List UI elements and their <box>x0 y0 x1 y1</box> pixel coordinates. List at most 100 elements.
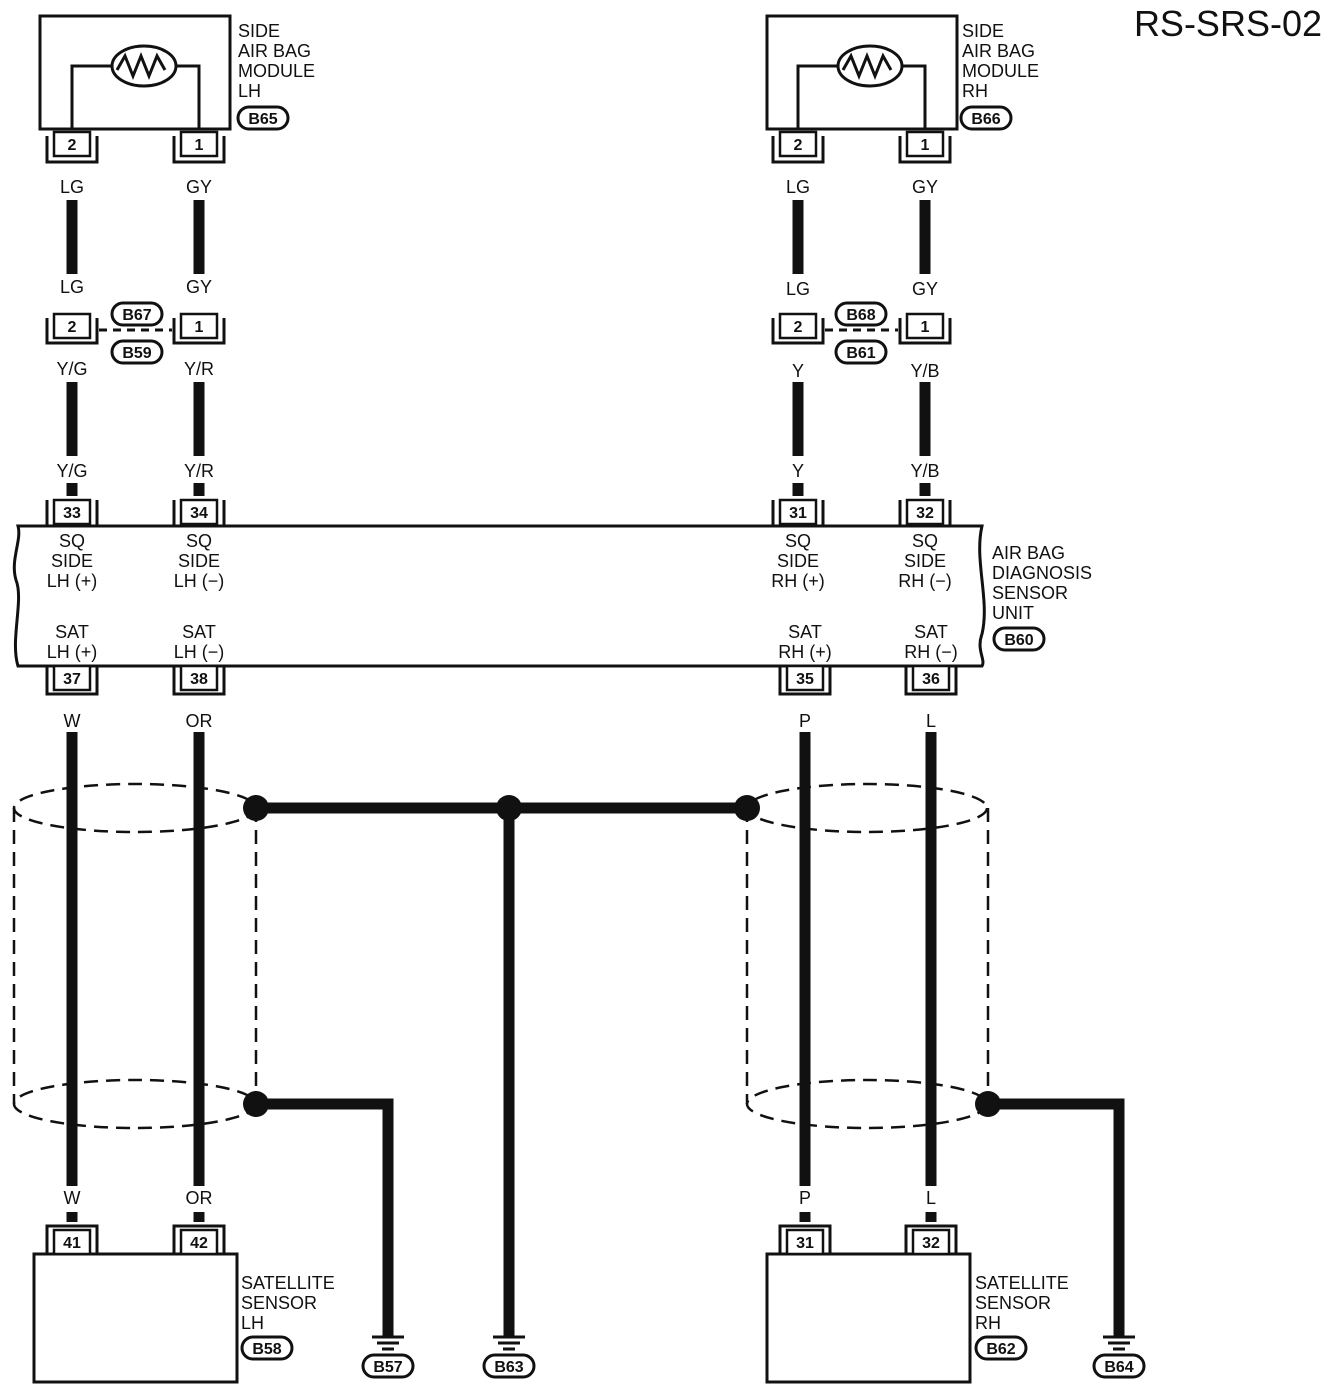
sensor-label: RH <box>975 1313 1001 1333</box>
svg-text:33: 33 <box>63 505 81 522</box>
shield-lh <box>12 782 258 1130</box>
pin-box: 2 <box>771 130 825 164</box>
ground-b63: B63 <box>482 1335 536 1379</box>
wire-color: W <box>64 1188 81 1208</box>
connector-id: B62 <box>986 1341 1015 1358</box>
wire-color: P <box>799 1188 811 1208</box>
svg-text:2: 2 <box>794 137 803 154</box>
wire-color: Y/B <box>910 361 939 381</box>
module-label: LH <box>238 81 261 101</box>
wire-color: Y/B <box>910 461 939 481</box>
diagram-id: RS-SRS-02 <box>1134 3 1322 44</box>
sensor-label: SATELLITE <box>975 1273 1069 1293</box>
wire-color: LG <box>786 177 810 197</box>
wire-color: LG <box>60 177 84 197</box>
module-label: SIDE <box>238 21 280 41</box>
pin-box: 42 <box>172 1224 226 1256</box>
pin-box: 35 <box>778 664 832 696</box>
pin-box: 32 <box>898 498 952 528</box>
pin-box: 38 <box>172 664 226 696</box>
terminal-label: RH (+) <box>778 642 832 662</box>
module-label: RH <box>962 81 988 101</box>
wire-color: L <box>926 711 936 731</box>
terminal-label: LH (+) <box>47 642 98 662</box>
pin-box: 31 <box>778 1224 832 1256</box>
svg-text:35: 35 <box>796 671 814 688</box>
satellite-sensor-lh: 41 42 SATELLITE SENSOR LH B58 <box>32 1224 335 1384</box>
svg-text:2: 2 <box>68 137 77 154</box>
ground-b64: B64 <box>1092 1335 1146 1379</box>
terminal-label: RH (+) <box>771 571 825 591</box>
junction-dot <box>243 795 269 821</box>
side-airbag-module-rh: 2 1 SIDE AIR BAG MODULE RH B66 <box>765 14 1039 164</box>
connector-id: B65 <box>248 111 277 128</box>
terminal-label: SIDE <box>777 551 819 571</box>
connector-id: B61 <box>846 345 875 362</box>
svg-text:37: 37 <box>63 671 81 688</box>
wire-color: L <box>926 1188 936 1208</box>
terminal-label: SAT <box>55 622 89 642</box>
pin-box: 2 <box>45 312 99 345</box>
svg-text:31: 31 <box>796 1235 814 1252</box>
satellite-sensor-rh: 31 32 SATELLITE SENSOR RH B62 <box>765 1224 1069 1384</box>
svg-text:2: 2 <box>794 319 803 336</box>
wire-color: Y <box>792 361 804 381</box>
joint-connector-rh: 2 1 B68 B61 <box>771 301 952 365</box>
pin-box: 32 <box>904 1224 958 1256</box>
svg-text:32: 32 <box>916 505 934 522</box>
terminal-label: SAT <box>914 622 948 642</box>
terminal-label: SIDE <box>904 551 946 571</box>
svg-text:32: 32 <box>922 1235 940 1252</box>
pin-box: 41 <box>45 1224 99 1256</box>
pin-box: 1 <box>898 312 952 345</box>
terminal-label: SQ <box>186 531 212 551</box>
module-label: MODULE <box>962 61 1039 81</box>
sensor-label: SENSOR <box>975 1293 1051 1313</box>
svg-text:1: 1 <box>921 319 930 336</box>
pin-box: 1 <box>172 130 226 164</box>
svg-text:41: 41 <box>63 1235 81 1252</box>
connector-id: B67 <box>122 307 151 324</box>
svg-text:1: 1 <box>921 137 930 154</box>
wire-color: OR <box>186 1188 213 1208</box>
module-label: AIR BAG <box>962 41 1035 61</box>
unit-label: UNIT <box>992 603 1034 623</box>
unit-label: AIR BAG <box>992 543 1065 563</box>
wire-color-labels-lower: W OR P L W OR P L <box>54 708 946 1210</box>
junction-dot <box>975 1091 1001 1117</box>
terminal-label: RH (−) <box>904 642 958 662</box>
shield-rh <box>745 782 990 1130</box>
wire-color: Y/G <box>56 359 87 379</box>
pin-box: 33 <box>45 498 99 528</box>
terminal-label: SQ <box>59 531 85 551</box>
pin-box: 34 <box>172 498 226 528</box>
wire-color: W <box>64 711 81 731</box>
terminal-label: SQ <box>785 531 811 551</box>
wire-color: GY <box>186 277 212 297</box>
wire-color: OR <box>186 711 213 731</box>
unit-label: SENSOR <box>992 583 1068 603</box>
wire-color: Y/G <box>56 461 87 481</box>
connector-id: B58 <box>252 1341 281 1358</box>
pin-box: 36 <box>904 664 958 696</box>
svg-text:38: 38 <box>190 671 208 688</box>
sensor-label: LH <box>241 1313 264 1333</box>
svg-text:36: 36 <box>922 671 940 688</box>
terminal-label: SIDE <box>51 551 93 571</box>
wire-color: LG <box>786 279 810 299</box>
module-label: SIDE <box>962 21 1004 41</box>
svg-text:42: 42 <box>190 1235 208 1252</box>
connector-id: B66 <box>971 111 1000 128</box>
svg-text:34: 34 <box>190 505 208 522</box>
module-label: AIR BAG <box>238 41 311 61</box>
svg-text:2: 2 <box>68 319 77 336</box>
airbag-diagnosis-sensor-unit: 33 34 31 32 37 38 <box>12 498 1092 696</box>
wire-color: Y/R <box>184 461 214 481</box>
ground-connector-id: B57 <box>373 1359 402 1376</box>
pin-box: 2 <box>771 312 825 345</box>
sensor-label: SENSOR <box>241 1293 317 1313</box>
svg-text:31: 31 <box>789 505 807 522</box>
pin-box: 37 <box>45 664 99 696</box>
terminal-label: LH (−) <box>174 571 225 591</box>
wire-color: Y/R <box>184 359 214 379</box>
